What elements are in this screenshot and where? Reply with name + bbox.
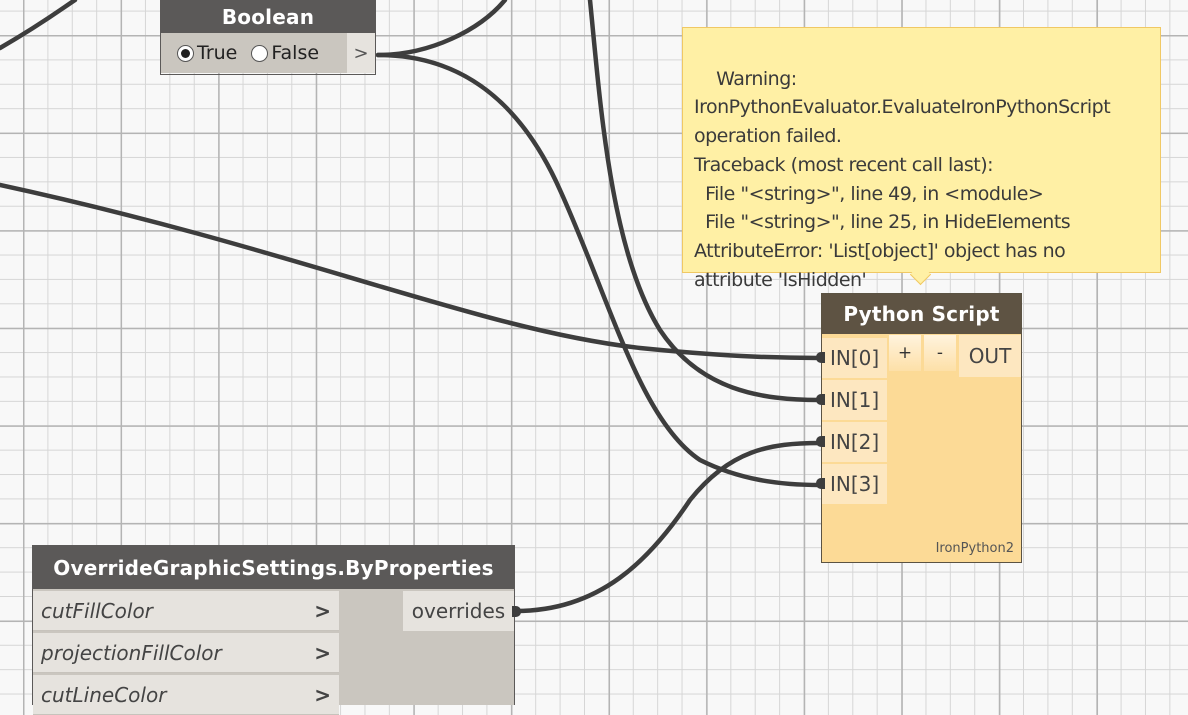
output-port-out[interactable]: OUT (959, 335, 1021, 377)
override-graphic-settings-node[interactable]: OverrideGraphicSettings.ByProperties cut… (32, 545, 521, 715)
boolean-node[interactable]: Boolean True False > (160, 0, 376, 75)
boolean-node-title[interactable]: Boolean (161, 0, 375, 33)
override-node-title[interactable]: OverrideGraphicSettings.ByProperties (33, 546, 514, 589)
python-engine-label: IronPython2 (935, 541, 1014, 556)
port-connector-icon (816, 394, 825, 405)
python-script-title[interactable]: Python Script (822, 294, 1021, 334)
chevron-right-icon: > (314, 598, 331, 623)
output-port-label: overrides (411, 599, 506, 623)
wire-top-left-offscreen[interactable] (0, 0, 78, 51)
input-port-in1[interactable]: IN[1] (816, 380, 887, 420)
input-port-label: IN[2] (830, 430, 880, 454)
radio-unselected-icon (251, 44, 269, 62)
input-port-label: cutLineColor (41, 682, 167, 707)
add-input-button[interactable]: + (889, 335, 921, 371)
python-script-node[interactable]: Python Script IN[0] IN[1] IN[2] IN[3] + … (816, 293, 1022, 563)
chevron-right-icon: > (314, 682, 331, 707)
input-port-cutfillcolor[interactable]: cutFillColor > (33, 591, 339, 631)
input-port-label: projectionFillColor (41, 640, 222, 665)
input-port-label: cutFillColor (41, 598, 153, 623)
input-port-projectionfillcolor[interactable]: projectionFillColor > (33, 633, 339, 673)
radio-true[interactable]: True (177, 42, 237, 64)
boolean-output-port[interactable]: > (347, 33, 375, 73)
input-port-in3[interactable]: IN[3] (816, 464, 887, 504)
radio-selected-icon (177, 44, 194, 62)
warning-text: Warning: IronPythonEvaluator.EvaluateIro… (694, 67, 1111, 291)
remove-input-button[interactable]: - (924, 335, 956, 371)
radio-false-label: False (271, 42, 320, 64)
input-port-label: IN[3] (830, 472, 880, 496)
input-port-in0[interactable]: IN[0] (816, 338, 887, 378)
port-connector-icon (816, 478, 825, 489)
wire-overrides-to-in2[interactable] (513, 440, 823, 614)
input-port-in2[interactable]: IN[2] (816, 422, 887, 462)
input-port-cutlinecolor[interactable]: cutLineColor > (33, 675, 339, 715)
chevron-right-icon: > (314, 640, 331, 665)
radio-false[interactable]: False (251, 42, 319, 64)
radio-true-label: True (197, 42, 238, 64)
warning-tooltip: Warning: IronPythonEvaluator.EvaluateIro… (682, 27, 1161, 291)
wire-boolean-to-offscreen[interactable] (375, 0, 508, 58)
port-connector-icon (512, 606, 521, 617)
port-connector-icon (816, 436, 825, 447)
input-port-label: IN[1] (830, 388, 880, 412)
port-connector-icon (816, 352, 825, 363)
tooltip-pointer (909, 263, 932, 286)
output-port-overrides[interactable]: overrides (403, 591, 521, 631)
input-port-label: IN[0] (830, 346, 880, 370)
